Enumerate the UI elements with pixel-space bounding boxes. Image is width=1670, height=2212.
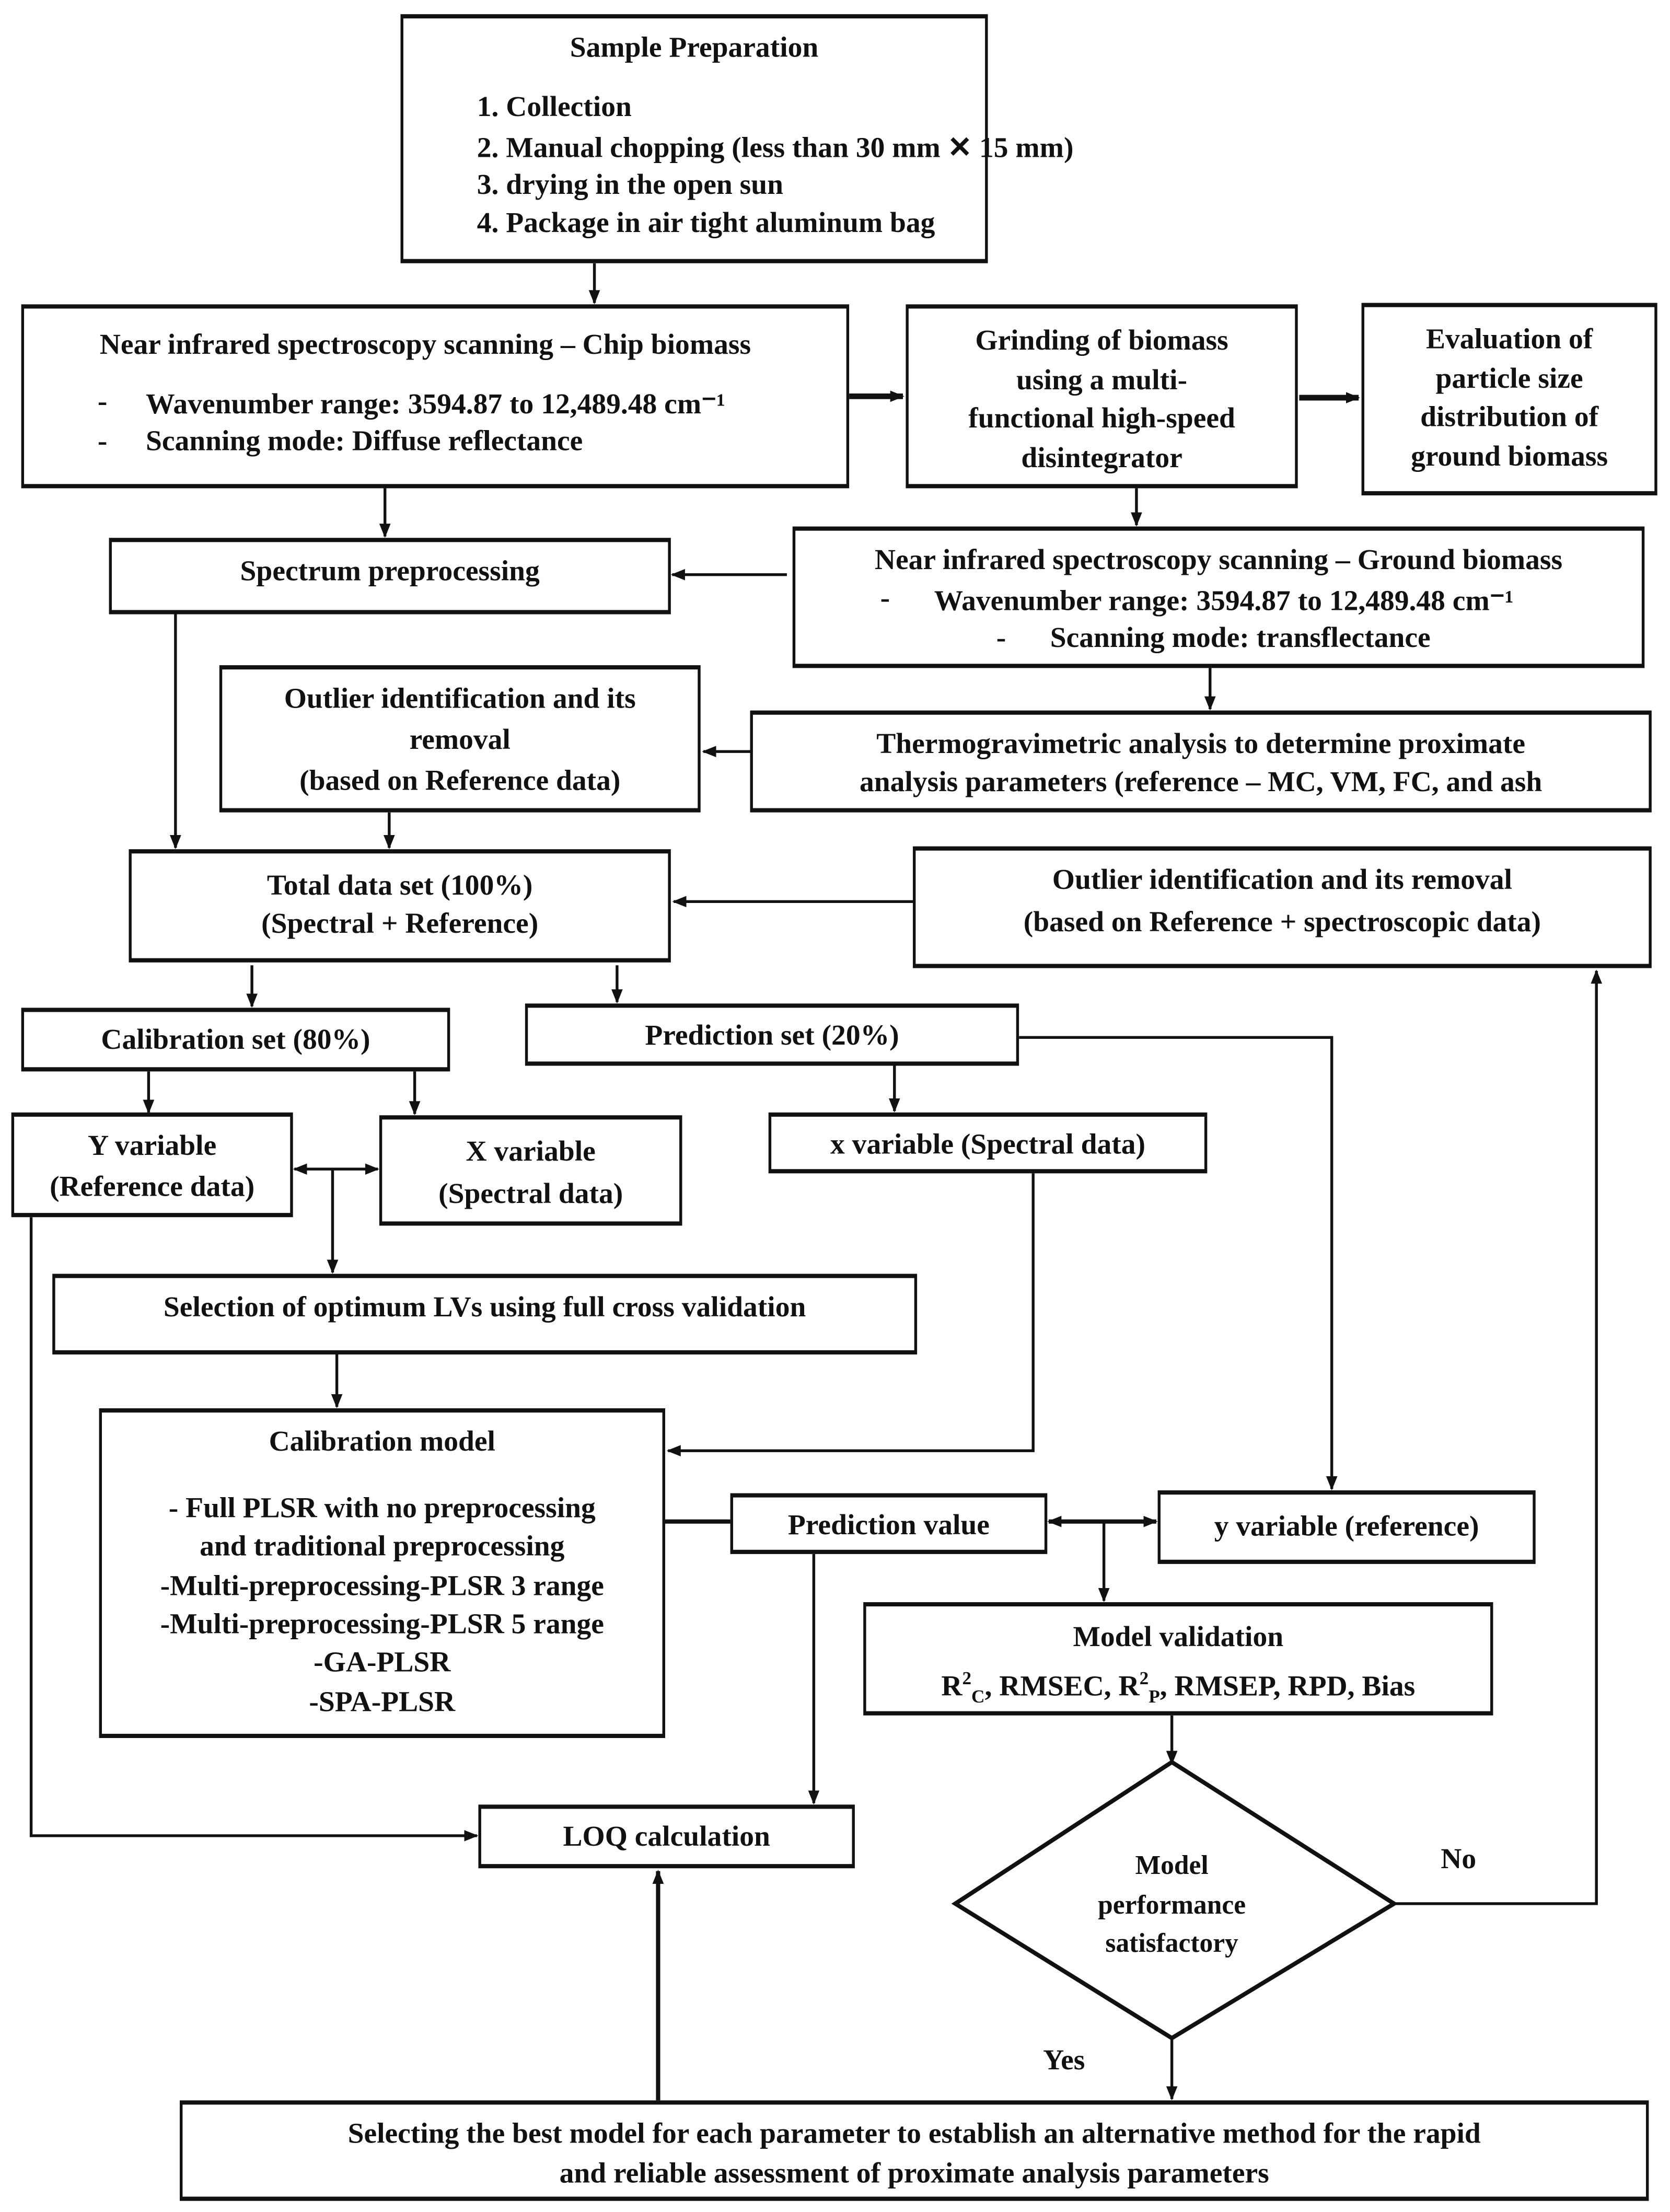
text-line: LOQ calculation: [563, 1821, 770, 1853]
prediction-set-box: Prediction set (20%): [525, 1003, 1019, 1066]
bullet: Scanning mode: transflectance: [1050, 622, 1431, 654]
decision-diamond: [951, 1759, 1398, 2041]
nir-ground-title: Near infrared spectroscopy scanning – Gr…: [874, 545, 1563, 576]
bullet: Wavenumber range: 3594.87 to 12,489.48 c…: [145, 389, 726, 421]
text-line: distribution of: [1420, 402, 1599, 433]
text-line: Spectrum preprocessing: [240, 556, 540, 588]
spectrum-preprocessing-box: Spectrum preprocessing: [109, 538, 671, 615]
text-line: (Spectral data): [438, 1179, 623, 1210]
final-box: Selecting the best model for each parame…: [179, 2100, 1649, 2201]
calibration-model-title: Calibration model: [269, 1427, 496, 1458]
text-line: (Reference data): [50, 1172, 255, 1203]
model-validation-box: Model validation R2C, RMSEC, R2P, RMSEP,…: [863, 1602, 1493, 1716]
text-line: -SPA-PLSR: [309, 1687, 456, 1719]
metrics-line: R2C, RMSEC, R2P, RMSEP, RPD, Bias: [941, 1667, 1416, 1707]
text-line: analysis parameters (reference – MC, VM,…: [860, 767, 1543, 798]
loq-box: LOQ calculation: [478, 1804, 855, 1869]
prediction-value-box: Prediction value: [730, 1493, 1048, 1554]
calibration-set-box: Calibration set (80%): [21, 1007, 450, 1072]
text-line: Calibration set (80%): [101, 1024, 370, 1056]
text-line: -GA-PLSR: [314, 1647, 451, 1679]
decision-text: Model performance satisfactory: [1098, 1851, 1246, 1959]
text-line: using a multi-: [1016, 365, 1188, 397]
outlier-spectroscopic-box: Outlier identification and its removal (…: [912, 846, 1652, 968]
bullet: Scanning mode: Diffuse reflectance: [145, 426, 583, 457]
text-line: X variable: [466, 1136, 596, 1168]
text-line: -Multi-preprocessing-PLSR 3 range: [160, 1571, 604, 1603]
outlier-reference-box: Outlier identification and its removal (…: [219, 665, 701, 813]
text-line: Selection of optimum LVs using full cros…: [163, 1292, 806, 1324]
sample-preparation-box: Sample Preparation 1. Collection 2. Manu…: [400, 14, 1073, 263]
total-data-set-box: Total data set (100%) (Spectral + Refere…: [129, 849, 671, 963]
text-line: Grinding of biomass: [975, 325, 1228, 357]
text-line: Outlier identification and its: [284, 684, 636, 715]
text-line: particle size: [1435, 364, 1583, 395]
arrow: [29, 1217, 479, 1842]
yes-label: Yes: [1043, 2045, 1085, 2077]
text-line: Prediction set (20%): [645, 1020, 899, 1052]
sample-preparation-title: Sample Preparation: [570, 32, 819, 64]
text-line: Selecting the best model for each parame…: [347, 2118, 1481, 2150]
evaluation-box: Evaluation of particle size distribution…: [1361, 303, 1657, 495]
nir-ground-box: Near infrared spectroscopy scanning – Gr…: [792, 526, 1645, 668]
thermogravimetric-box: Thermogravimetric analysis to determine …: [750, 710, 1652, 813]
text-line: (based on Reference data): [299, 766, 621, 797]
text-line: Y variable: [88, 1131, 217, 1162]
text-line: and traditional preprocessing: [200, 1531, 565, 1563]
text-line: y variable (reference): [1214, 1511, 1479, 1543]
text-line: Outlier identification and its removal: [1052, 864, 1512, 896]
grinding-box: Grinding of biomass using a multi- funct…: [906, 304, 1298, 489]
text-line: (based on Reference + spectroscopic data…: [1023, 907, 1541, 939]
text-line: - Full PLSR with no preprocessing: [168, 1493, 596, 1525]
text-line: Thermogravimetric analysis to determine …: [876, 728, 1526, 760]
step: 4. Package in air tight aluminum bag: [477, 208, 935, 239]
bullet: Wavenumber range: 3594.87 to 12,489.48 c…: [934, 586, 1514, 617]
no-label: No: [1441, 1844, 1477, 1875]
arrow: [1019, 1036, 1338, 1491]
text-line: Prediction value: [787, 1510, 990, 1542]
text-line: Total data set (100%): [266, 870, 533, 902]
y-variable-box: Y variable (Reference data): [11, 1112, 293, 1218]
step: 2. Manual chopping (less than 30 mm ✕ 15…: [477, 133, 1074, 165]
text-line: Evaluation of: [1425, 324, 1593, 355]
nir-chip-box: Near infrared spectroscopy scanning – Ch…: [21, 304, 850, 489]
text-line: disintegrator: [1021, 443, 1182, 474]
text-line: and reliable assessment of proximate ana…: [559, 2158, 1269, 2190]
x-variable-box: X variable (Spectral data): [379, 1115, 682, 1226]
text-line: (Spectral + Reference): [261, 908, 539, 940]
nir-chip-title: Near infrared spectroscopy scanning – Ch…: [99, 330, 751, 361]
y-variable-reference-box: y variable (reference): [1157, 1490, 1536, 1564]
step: 3. drying in the open sun: [477, 170, 784, 201]
calibration-model-box: Calibration model - Full PLSR with no pr…: [99, 1408, 665, 1739]
step: 1. Collection: [477, 92, 632, 123]
text-line: removal: [409, 724, 511, 756]
model-validation-title: Model validation: [1073, 1622, 1284, 1653]
x-variable-spectral-box: x variable (Spectral data): [768, 1112, 1208, 1174]
arrow: [1394, 969, 1603, 1905]
text-line: functional high-speed: [968, 403, 1235, 435]
text-line: ground biomass: [1411, 442, 1608, 473]
selection-lvs-box: Selection of optimum LVs using full cros…: [52, 1273, 918, 1355]
text-line: x variable (Spectral data): [830, 1129, 1146, 1161]
arrow: [666, 1173, 1035, 1457]
text-line: -Multi-preprocessing-PLSR 5 range: [160, 1609, 604, 1641]
